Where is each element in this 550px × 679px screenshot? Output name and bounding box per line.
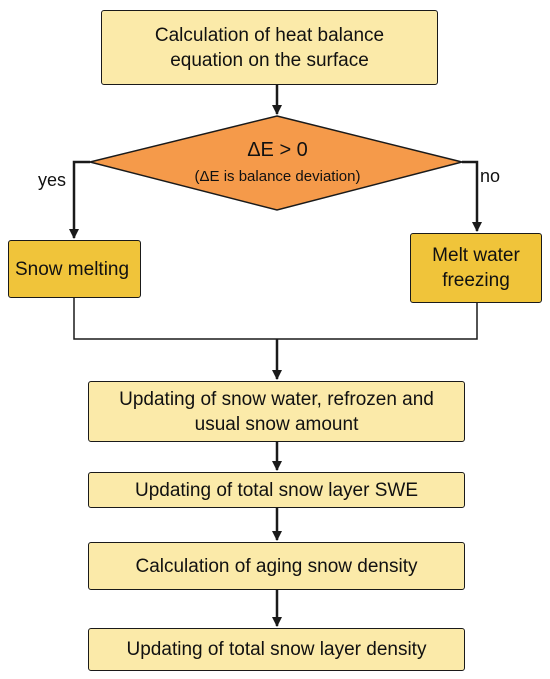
yes-label: yes <box>38 170 67 190</box>
start-box-label: Calculation of heat balance equation on … <box>154 24 385 71</box>
snow-melting-label: Snow melting <box>15 258 130 280</box>
step-3-label: Calculation of aging snow density <box>135 555 418 577</box>
decision-condition: ΔE > 0 <box>247 139 308 161</box>
start-box: Calculation of heat balance equation on … <box>101 10 438 85</box>
melt-water-freezing-box: Melt water freezing <box>410 233 542 303</box>
decision-note: (ΔE is balance deviation) <box>194 168 361 185</box>
merge-line-right <box>277 303 478 340</box>
no-label: no <box>480 166 501 186</box>
snow-melting-box: Snow melting <box>8 240 141 298</box>
step-2-box: Updating of total snow layer SWE <box>88 472 465 508</box>
step-4-box: Updating of total snow layer density <box>88 628 465 671</box>
decision-diamond <box>89 115 463 211</box>
melt-water-freezing-label: Melt water freezing <box>432 245 520 291</box>
step-3-box: Calculation of aging snow density <box>88 542 465 590</box>
step-4-label: Updating of total snow layer density <box>126 639 427 660</box>
step-1-label: Updating of snow water, refrozen and usu… <box>119 388 434 435</box>
step-2-label: Updating of total snow layer SWE <box>134 479 419 501</box>
step-1-box: Updating of snow water, refrozen and usu… <box>88 381 465 442</box>
arrow-yes-branch <box>69 160 90 239</box>
arrow-no-branch <box>462 160 482 232</box>
merge-line-left <box>73 298 277 340</box>
